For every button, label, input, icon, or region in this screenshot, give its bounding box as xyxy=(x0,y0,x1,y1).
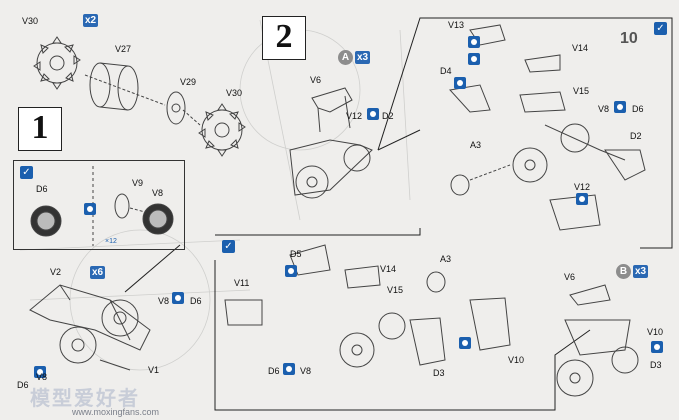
part-v8: V8 xyxy=(152,188,164,198)
part-d2: D2 xyxy=(382,111,394,121)
step-number-2: 2 xyxy=(262,16,306,60)
part-v30-left: V30 xyxy=(22,16,39,26)
paint-color-icon xyxy=(459,337,471,349)
part-d3-r: D3 xyxy=(650,360,662,370)
part-d6-b: D6 xyxy=(268,366,280,376)
part-d6: D6 xyxy=(36,184,48,194)
part-d4: D4 xyxy=(440,66,452,76)
paint-color-icon xyxy=(285,265,297,277)
part-d6-bottom: D6 xyxy=(17,380,29,390)
step-number-1: 1 xyxy=(18,107,62,151)
part-a3-b: A3 xyxy=(440,254,452,264)
part-v12-tr: V12 xyxy=(574,182,591,192)
paint-color-icon xyxy=(172,292,184,304)
part-v6: V6 xyxy=(310,75,322,85)
part-a3: A3 xyxy=(470,140,482,150)
part-v8-bottom: V8 xyxy=(36,372,48,382)
part-v10-r: V10 xyxy=(647,327,664,337)
multiplier-v30: x2 xyxy=(83,14,99,27)
part-v29: V29 xyxy=(180,77,197,87)
paint-color-icon xyxy=(651,341,663,353)
watermark-text: 模型爱好者 xyxy=(30,388,140,410)
cement-icon: ✓ xyxy=(20,166,33,179)
part-v6-r: V6 xyxy=(564,272,576,282)
paint-color-icon xyxy=(454,77,466,89)
part-v8-mid: V8 xyxy=(158,296,170,306)
multiplier-v2: x6 xyxy=(90,266,106,279)
paint-color-icon xyxy=(283,363,295,375)
part-v12: V12 xyxy=(346,111,363,121)
paint-color-icon xyxy=(367,108,379,120)
part-v14-b: V14 xyxy=(380,264,397,274)
cement-icon: ✓ xyxy=(222,240,235,253)
part-d2-tr: D2 xyxy=(630,131,642,141)
paint-color-icon xyxy=(614,101,626,113)
part-v15: V15 xyxy=(573,86,590,96)
sprocket-v30-left xyxy=(33,36,81,90)
page-badge: 10 xyxy=(620,30,638,47)
sprocket-v30-right xyxy=(198,103,246,157)
subassembly-a-badge: A xyxy=(338,50,353,65)
multiplier-a: x3 xyxy=(355,51,371,64)
part-d5: D5 xyxy=(290,249,302,259)
part-d6-tr: D6 xyxy=(632,104,644,114)
part-v13: V13 xyxy=(448,20,465,30)
part-v9: V9 xyxy=(132,178,144,188)
part-d3: D3 xyxy=(433,368,445,378)
multiplier-b: x3 xyxy=(633,265,649,278)
paint-color-icon xyxy=(576,193,588,205)
part-v8-tr: V8 xyxy=(598,104,610,114)
paint-color-icon xyxy=(34,366,46,378)
part-v27: V27 xyxy=(115,44,132,54)
paint-color-icon xyxy=(468,53,480,65)
part-v1: V1 xyxy=(148,365,160,375)
part-v2: V2 xyxy=(50,267,62,277)
part-d6-mid: D6 xyxy=(190,296,202,306)
part-v30-right: V30 xyxy=(226,88,243,98)
part-v14: V14 xyxy=(572,43,589,53)
part-v10: V10 xyxy=(508,355,525,365)
part-v8-b: V8 xyxy=(300,366,312,376)
part-v15-b: V15 xyxy=(387,285,404,295)
cement-icon: ✓ xyxy=(654,22,667,35)
watermark-url: www.moxingfans.com xyxy=(72,407,160,417)
step1-detail-panel xyxy=(13,160,185,250)
subassembly-b-badge: B xyxy=(616,264,631,279)
paint-color-icon xyxy=(468,36,480,48)
detail-tag: ×12 xyxy=(105,238,117,245)
part-v11: V11 xyxy=(234,278,250,288)
paint-color-icon xyxy=(84,203,96,215)
